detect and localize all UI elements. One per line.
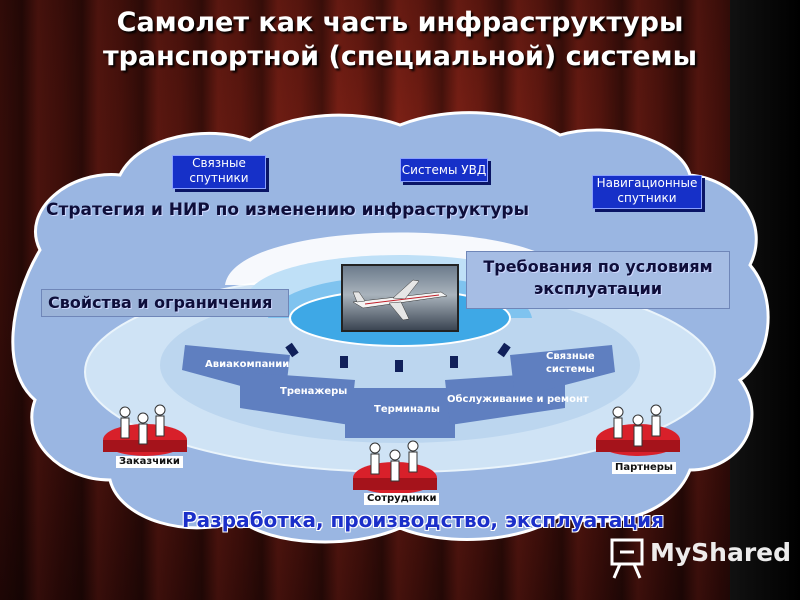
requirements-line-2: эксплуатации [533, 279, 663, 298]
group-label-employees: Сотрудники [364, 493, 440, 505]
box-line: спутники [189, 171, 249, 185]
segment-simulators [240, 372, 355, 425]
connector-post [285, 342, 299, 358]
box-line: Навигационные [596, 176, 698, 190]
segment-line: системы [546, 364, 595, 375]
group-label-partners: Партнеры [612, 462, 676, 474]
connector-post [340, 356, 348, 368]
header-properties: Свойства и ограничения [41, 289, 289, 317]
connector-post [395, 360, 403, 372]
platform-customers-side [103, 440, 187, 452]
title-line-2: транспортной (специальной) системы [102, 41, 698, 72]
watermark-text: MyShared [650, 538, 792, 567]
people-partners [612, 404, 662, 447]
segment-label-service: Обслуживание и ремонт [447, 394, 589, 405]
box-line: спутники [617, 191, 677, 205]
box-comm-satellites: Связные спутники [172, 155, 266, 189]
header-requirements: Требования по условиям эксплуатации [466, 251, 730, 309]
watermark-brand: MyShared [610, 538, 791, 567]
bottom-caption: Разработка, производство, эксплуатация [182, 508, 665, 532]
platform-employees-side [353, 478, 437, 490]
presentation-board-icon [610, 538, 644, 579]
slide-title: Самолет как часть инфраструктуры транспо… [0, 6, 800, 74]
segment-label-terminals: Терминалы [374, 404, 440, 415]
group-label-customers: Заказчики [116, 456, 183, 468]
airplane-icon [352, 279, 448, 321]
segment-label-airlines: Авиакомпании [205, 359, 290, 370]
segment-label-simulators: Тренажеры [280, 386, 348, 397]
segment-terminals [345, 388, 455, 438]
requirements-line-1: Требования по условиям [483, 257, 713, 276]
connector-post [450, 356, 458, 368]
segment-comm-systems [510, 345, 615, 398]
title-line-1: Самолет как часть инфраструктуры [116, 7, 684, 38]
airplane-photo [341, 264, 459, 332]
box-atc-systems: Системы УВД [400, 158, 488, 182]
segment-label-comm-systems: Связные системы [546, 350, 595, 376]
box-line: Связные [192, 156, 246, 170]
people-customers [119, 404, 166, 445]
box-nav-satellites: Навигационные спутники [592, 175, 702, 209]
segment-line: Связные [546, 351, 595, 362]
header-strategy: Стратегия и НИР по изменению инфраструкт… [46, 200, 529, 220]
connector-post [497, 342, 511, 358]
people-employees [369, 440, 419, 482]
box-line: Системы УВД [401, 163, 487, 177]
